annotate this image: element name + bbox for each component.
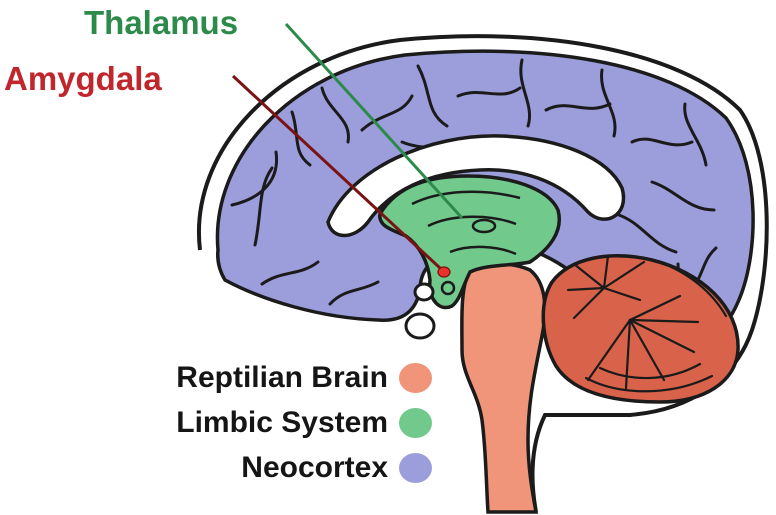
legend-label: Limbic System	[176, 408, 388, 438]
legend-swatch	[399, 408, 432, 438]
legend-item-reptilian-brain: Reptilian Brain	[0, 360, 446, 398]
amygdala-label: Amygdala	[4, 62, 162, 95]
thalamus-label: Thalamus	[84, 6, 238, 39]
legend-item-limbic-system: Limbic System	[0, 405, 446, 443]
legend-swatch	[399, 453, 432, 483]
legend-label: Neocortex	[241, 453, 388, 483]
legend-label: Reptilian Brain	[176, 363, 388, 393]
legend-item-neocortex: Neocortex	[0, 450, 446, 488]
amygdala-marker	[438, 267, 450, 277]
legend-swatch	[399, 363, 432, 393]
